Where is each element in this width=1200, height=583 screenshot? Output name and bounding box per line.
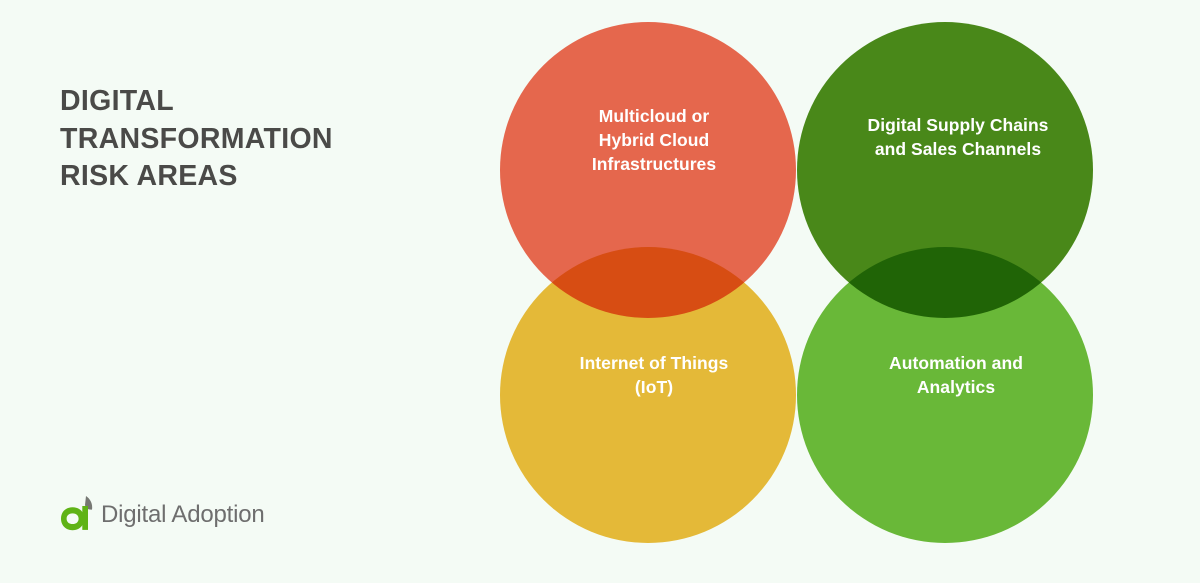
venn-label-iot: Internet of Things (IoT) bbox=[579, 353, 729, 397]
logo-mark-svg bbox=[61, 496, 93, 531]
venn-label-multicloud: Multicloud or Hybrid Cloud Infrastructur… bbox=[591, 106, 717, 174]
venn-label-supply-chains: Digital Supply Chains and Sales Channels bbox=[867, 115, 1049, 159]
page-title: DIGITAL TRANSFORMATION RISK AREAS bbox=[60, 85, 333, 193]
logo-a-stem bbox=[82, 506, 88, 530]
logo-wordmark: Digital Adoption bbox=[101, 500, 265, 528]
venn-circle-iot[interactable] bbox=[500, 247, 796, 543]
brand-logo: Digital Adoption bbox=[60, 494, 265, 536]
venn-diagram-svg bbox=[500, 22, 1093, 543]
venn-circle-group bbox=[500, 22, 1093, 543]
venn-label-automation: Automation and Analytics bbox=[889, 353, 1023, 397]
digital-adoption-a-mark-icon bbox=[60, 494, 94, 536]
venn-circle-supply-chains[interactable] bbox=[797, 22, 1093, 318]
left-panel: DIGITAL TRANSFORMATION RISK AREAS Digita… bbox=[0, 0, 470, 583]
logo-a-bowl bbox=[61, 507, 85, 531]
venn-circle-automation[interactable] bbox=[797, 247, 1093, 543]
venn-circle-multicloud[interactable] bbox=[500, 22, 796, 318]
venn-diagram: Multicloud or Hybrid Cloud Infrastructur… bbox=[480, 0, 1200, 583]
